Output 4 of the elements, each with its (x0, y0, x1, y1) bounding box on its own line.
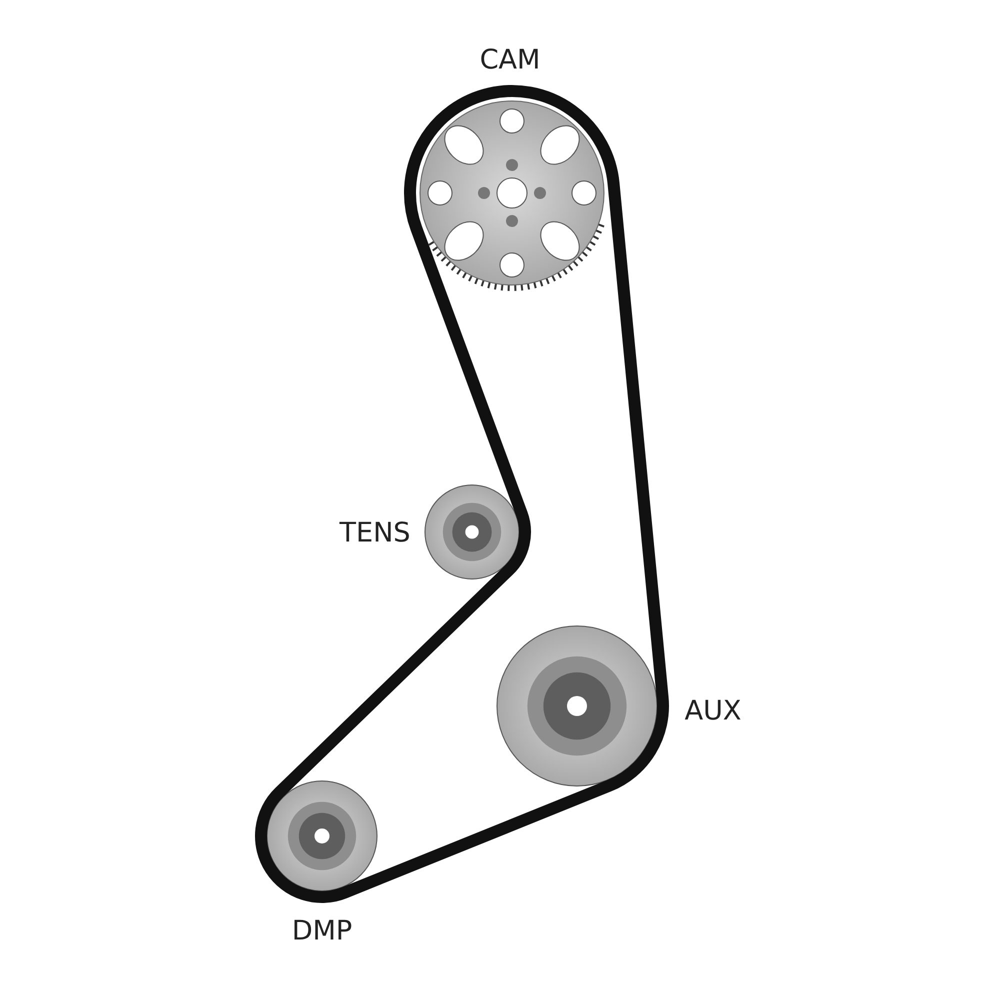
pulley-label: CAM (480, 44, 540, 76)
pulley-label: TENS (340, 518, 410, 548)
pulley-label: DMP (292, 916, 352, 946)
pulley-label: AUX (684, 696, 742, 726)
